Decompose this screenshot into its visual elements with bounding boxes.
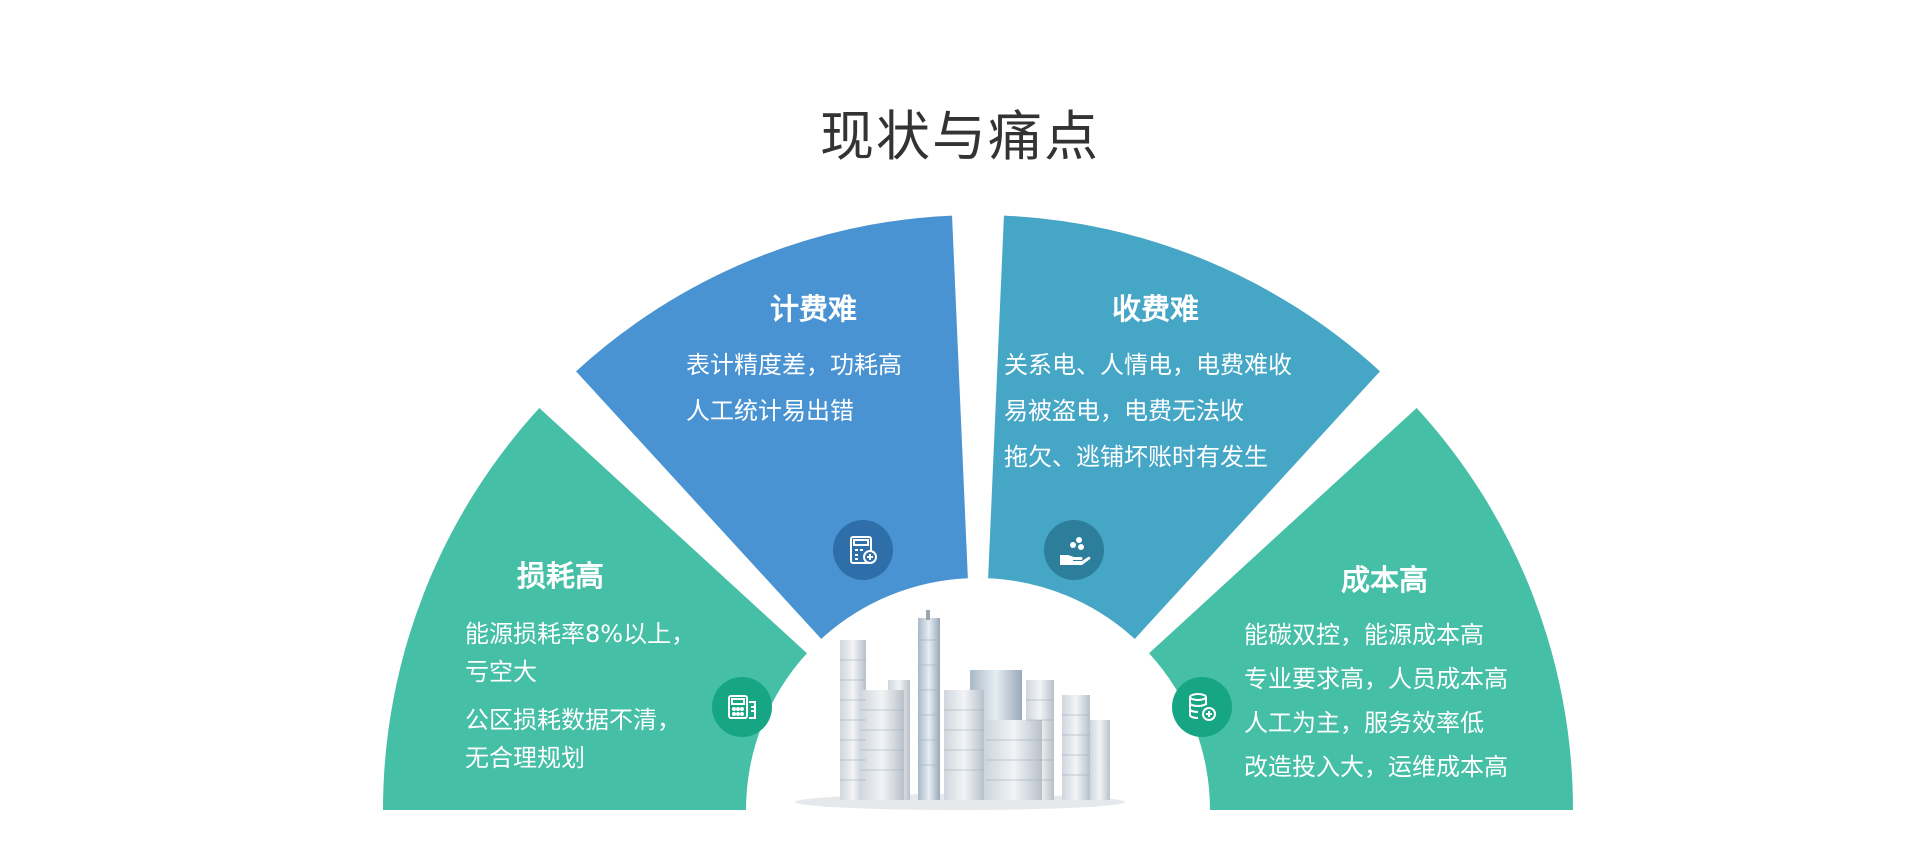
segment-cost-line: 能碳双控，能源成本高 — [1244, 621, 1484, 649]
segment-loss-line: 亏空大 — [465, 658, 537, 686]
segment-collection-line: 拖欠、逃铺坏账时有发生 — [1004, 443, 1268, 471]
segment-billing-lines: 表计精度差，功耗高 人工统计易出错 — [686, 346, 902, 430]
segment-loss-heading: 损耗高 — [517, 559, 605, 593]
city-buildings-illustration — [795, 610, 1125, 810]
segment-loss-line: 公区损耗数据不清， — [465, 706, 681, 734]
segment-cost-text: 成本高 能碳双控，能源成本高 专业要求高，人员成本高 人工为主，服务效率低 改造… — [1244, 557, 1508, 789]
segment-billing-heading: 计费难 — [770, 292, 858, 326]
meter-calculator-icon — [712, 677, 772, 737]
segment-cost-line: 专业要求高，人员成本高 — [1244, 665, 1508, 693]
segment-collection-line: 易被盗电，电费无法收 — [1004, 397, 1244, 425]
segment-billing-text: 计费难 表计精度差，功耗高 人工统计易出错 — [686, 286, 902, 430]
segment-loss-line: 能源损耗率8%以上， — [465, 620, 696, 648]
segment-collection-text: 收费难 关系电、人情电，电费难收 易被盗电，电费无法收 拖欠、逃铺坏账时有发生 — [1004, 286, 1292, 476]
segment-billing-line: 表计精度差，功耗高 — [686, 351, 902, 379]
segment-collection-lines: 关系电、人情电，电费难收 易被盗电，电费无法收 拖欠、逃铺坏账时有发生 — [1004, 346, 1292, 476]
hand-coins-icon — [1044, 520, 1104, 580]
coin-stack-add-icon — [1172, 677, 1232, 737]
segment-cost-lines: 能碳双控，能源成本高 专业要求高，人员成本高 人工为主，服务效率低 改造投入大，… — [1244, 613, 1508, 789]
segment-cost-heading: 成本高 — [1341, 563, 1429, 597]
segment-collection-line: 关系电、人情电，电费难收 — [1004, 351, 1292, 379]
segment-loss-text: 损耗高 能源损耗率8%以上， 亏空大 公区损耗数据不清， 无合理规划 — [465, 553, 695, 777]
calculator-icon — [833, 520, 893, 580]
segment-loss — [383, 408, 807, 810]
segment-cost-line: 改造投入大，运维成本高 — [1244, 753, 1508, 781]
page-title: 现状与痛点 — [820, 105, 1100, 168]
segment-loss-lines: 能源损耗率8%以上， 亏空大 公区损耗数据不清， 无合理规划 — [465, 615, 695, 777]
segment-loss-line: 无合理规划 — [465, 744, 585, 772]
segment-collection-heading: 收费难 — [1112, 292, 1200, 326]
segment-cost — [1149, 408, 1573, 810]
segment-cost-line: 人工为主，服务效率低 — [1244, 709, 1484, 737]
segment-billing-line: 人工统计易出错 — [686, 397, 854, 425]
